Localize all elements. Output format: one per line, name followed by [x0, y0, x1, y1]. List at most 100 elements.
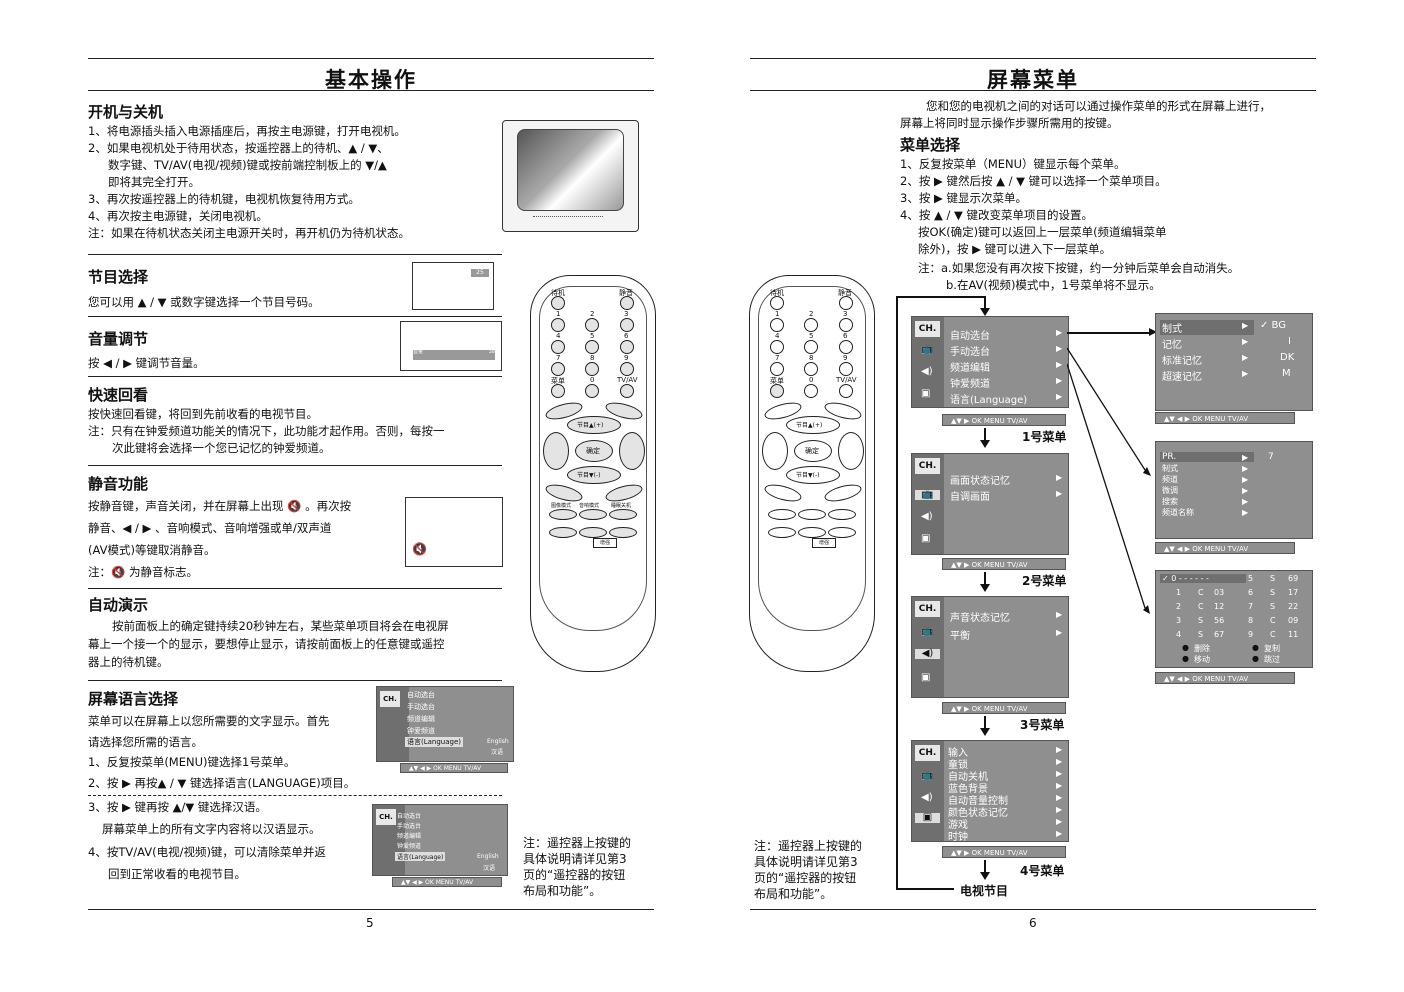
menu-button[interactable]: [770, 384, 784, 398]
boost-button[interactable]: 增强: [593, 538, 617, 548]
menu-note: 注：a.如果您没有再次按下按键，约一分钟后菜单会自动消失。: [918, 261, 1240, 275]
program-number: 25: [471, 269, 489, 277]
remote-label: 菜单: [551, 377, 565, 385]
standby-button[interactable]: [770, 296, 784, 310]
demo-line: 幕上一个接一个的显示，要想停止显示，请按前面板上的任意键或遥控: [88, 637, 445, 651]
standby-button[interactable]: [551, 296, 565, 310]
section-rule: [88, 680, 502, 681]
program-screen: 25: [412, 262, 494, 310]
remote-note: 页的“遥控器的按钮: [754, 871, 857, 885]
table-cell: 11: [1288, 630, 1299, 639]
digit-8-button[interactable]: [585, 362, 599, 376]
pic-button[interactable]: [798, 527, 826, 538]
menu-item: 蓝色背景: [948, 784, 988, 795]
digit-9-button[interactable]: [620, 362, 634, 376]
digit-7-button[interactable]: [551, 362, 565, 376]
digit-9-button[interactable]: [839, 362, 853, 376]
sleep-button[interactable]: [828, 509, 856, 520]
mute-button[interactable]: [620, 296, 634, 310]
heading-power: 开机与关机: [88, 103, 164, 121]
recall-line: 按快速回看键，将回到先前收看的电视节目。: [88, 407, 318, 421]
ch-tab: CH.: [915, 745, 940, 761]
mute-button[interactable]: [839, 296, 853, 310]
demo-line: 器上的待机键。: [88, 655, 169, 669]
digit-6-button[interactable]: [620, 340, 634, 354]
menu-button[interactable]: [551, 384, 565, 398]
digit-8-button[interactable]: [804, 362, 818, 376]
submenu-item: 制式: [1162, 464, 1178, 473]
submenu-item: 微调: [1162, 486, 1178, 495]
submenu-manual-tuning: 制式 记忆 标准记忆 超速记忆 ▶ ▶ ▶ ▶ ✓ BG I DK M: [1155, 313, 1313, 411]
digit-1-button[interactable]: [770, 318, 784, 332]
prog-up-button[interactable]: [786, 416, 840, 434]
prog-up-button[interactable]: [567, 416, 621, 434]
table-cell: C: [1270, 630, 1276, 639]
table-cell: S: [1270, 574, 1276, 583]
tvav-button[interactable]: [620, 384, 634, 398]
chevron-right-icon: ▶: [1242, 497, 1249, 506]
pr-value: 7: [1268, 452, 1274, 462]
prog-down-button[interactable]: [786, 466, 840, 484]
menu-key-bar: ▲▼ ◀ ▶ OK MENU TV/AV: [400, 763, 508, 773]
digit-0-button[interactable]: [585, 384, 599, 398]
menu-item-selected: 语言(Language): [405, 737, 464, 747]
power-line: 数字键、TV/AV(电视/视频)键或按前端控制板上的 ▼/▲: [108, 158, 387, 172]
digit-5-button[interactable]: [585, 340, 599, 354]
tvav-button[interactable]: [839, 384, 853, 398]
sound-button[interactable]: [609, 527, 637, 538]
mute-line: 静音、◀ / ▶ 、音响模式、音响增强或单/双声道: [88, 521, 332, 535]
x-button[interactable]: [549, 527, 577, 538]
digit-2-button[interactable]: [585, 318, 599, 332]
ok-button[interactable]: [575, 440, 613, 462]
remote-label: 1: [556, 310, 561, 318]
remote-label: 2: [809, 310, 814, 318]
submenu-item: 记忆: [1162, 340, 1182, 351]
menu-select-line: 3、按 ▶ 键显示次菜单。: [900, 191, 1027, 205]
prog-down-button[interactable]: [567, 466, 621, 484]
ch-tab: CH.: [380, 691, 400, 707]
recall-note: 注：只有在钟爱频道功能关的情况下，此功能才起作用。否则，每按一: [88, 424, 445, 438]
title-rule-left: [88, 90, 654, 91]
x-button[interactable]: [768, 527, 796, 538]
digit-1-button[interactable]: [551, 318, 565, 332]
menu-item: 时钟: [948, 832, 968, 843]
chevron-right-icon: ▶: [1056, 376, 1063, 385]
pic-mode-button[interactable]: [768, 509, 796, 520]
remote-note: 页的“遥控器的按钮: [523, 868, 626, 882]
pic-button[interactable]: [579, 527, 607, 538]
digit-6-button[interactable]: [839, 340, 853, 354]
table-cell: 9: [1248, 630, 1254, 639]
digit-4-button[interactable]: [770, 340, 784, 354]
remote-label: 确定: [586, 447, 600, 455]
sound-mode-button[interactable]: [579, 509, 607, 520]
page-title-left: 基本操作: [325, 68, 417, 92]
ok-button[interactable]: [794, 440, 832, 462]
boost-button[interactable]: 增强: [812, 538, 836, 548]
sound-button[interactable]: [828, 527, 856, 538]
vol-left-button[interactable]: [762, 432, 788, 470]
intro-line: 屏幕上将同时显示操作步骤所需用的按键。: [900, 116, 1119, 130]
digit-3-button[interactable]: [620, 318, 634, 332]
remote-note: 具体说明请详见第3: [523, 852, 627, 866]
digit-0-button[interactable]: [804, 384, 818, 398]
digit-7-button[interactable]: [770, 362, 784, 376]
power-line: 2、如果电视机处于待用状态，按遥控器上的待机、▲ / ▼、: [88, 141, 389, 155]
remote-note: 注：遥控器上按键的: [523, 836, 632, 850]
vol-left-button[interactable]: [543, 432, 569, 470]
vol-right-button[interactable]: [619, 432, 645, 470]
chevron-right-icon: ▶: [1056, 745, 1063, 754]
digit-5-button[interactable]: [804, 340, 818, 354]
digit-4-button[interactable]: [551, 340, 565, 354]
vol-right-button[interactable]: [838, 432, 864, 470]
digit-3-button[interactable]: [839, 318, 853, 332]
sound-mode-button[interactable]: [798, 509, 826, 520]
menu-item: 手动选台: [950, 347, 990, 358]
recall-note: 次此键将会选择一个您已记忆的钟爱频道。: [112, 441, 331, 455]
menu-note: b.在AV(视频)模式中，1号菜单将不显示。: [946, 278, 1161, 292]
pic-mode-button[interactable]: [549, 509, 577, 520]
remote-label: 节目▲(+): [796, 422, 823, 429]
sleep-button[interactable]: [609, 509, 637, 520]
menu-1: CH. 📺 ◀) ▣ 自动选台 手动选台 频道编辑 钟爱频道 语言(Langua…: [911, 316, 1069, 408]
system-value: ✓ BG: [1260, 320, 1286, 331]
digit-2-button[interactable]: [804, 318, 818, 332]
